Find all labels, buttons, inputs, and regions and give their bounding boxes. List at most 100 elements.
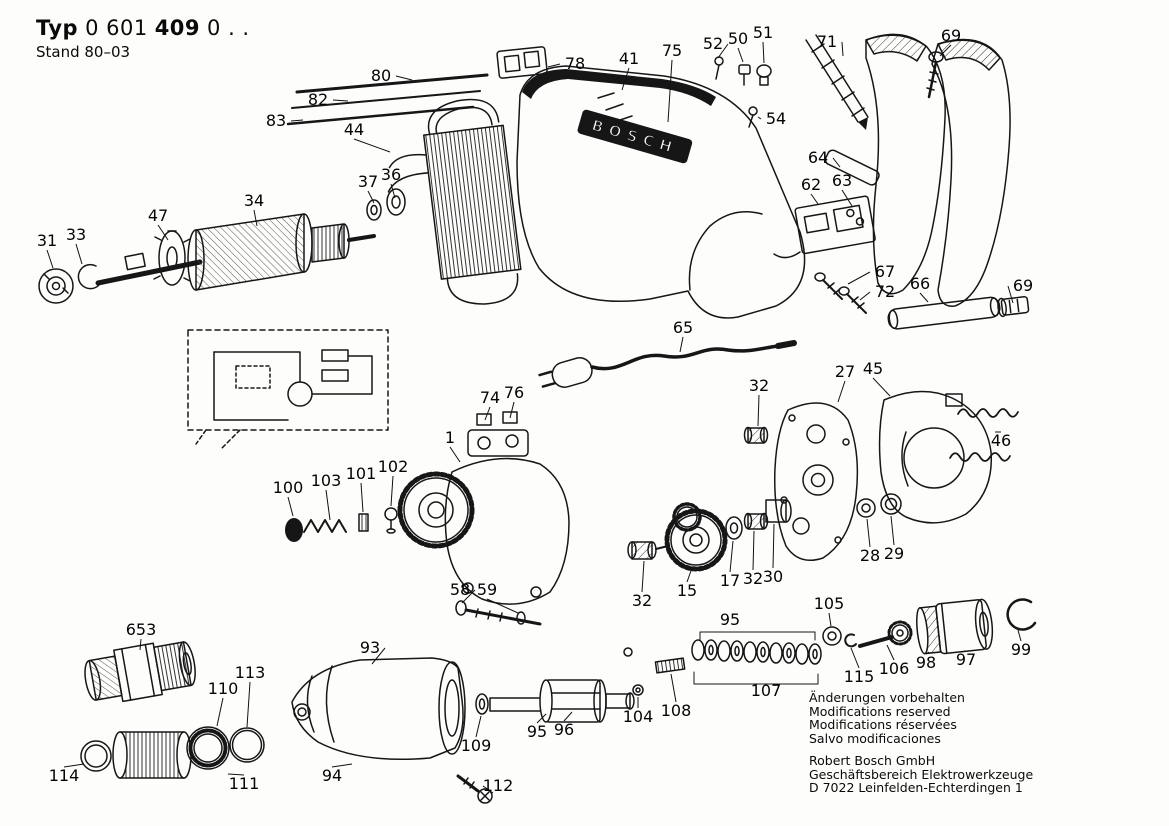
part-label-75: 75 <box>662 41 682 60</box>
leader-line <box>331 763 353 768</box>
part-label-74: 74 <box>480 388 500 407</box>
wiring-diagram-drawing <box>187 329 389 449</box>
part-label-34: 34 <box>244 191 264 210</box>
part-label-72: 72 <box>875 282 895 301</box>
leader-line <box>919 292 929 303</box>
title-part: 409 <box>154 16 201 40</box>
part-label-71: 71 <box>817 32 837 51</box>
part-label-107: 107 <box>751 681 782 700</box>
part-label-95: 95 <box>527 722 547 741</box>
leader-line <box>486 598 519 614</box>
leader-line <box>757 116 762 120</box>
leader-line <box>925 651 930 655</box>
leader-line <box>547 63 561 68</box>
footer-line: Salvo modificaciones <box>809 730 941 746</box>
leader-line <box>737 47 744 63</box>
part-label-98: 98 <box>916 653 936 672</box>
part-label-47: 47 <box>148 206 168 225</box>
leader-line <box>390 475 394 507</box>
part-label-67: 67 <box>875 262 895 281</box>
page-subtitle: Stand 80–03 <box>36 43 131 61</box>
motor-housing-41-drawing: BOSCH <box>516 65 806 319</box>
part-label-44: 44 <box>344 120 364 139</box>
part-label-95: 95 <box>720 610 740 629</box>
leader-line <box>227 773 245 776</box>
leader-line <box>46 249 54 269</box>
part-label-45: 45 <box>863 359 883 378</box>
screw-69-top-drawing <box>926 51 944 99</box>
leader-line <box>886 644 895 661</box>
leader-line <box>679 336 684 353</box>
pin-66-drawing <box>887 296 1001 330</box>
leader-line <box>482 785 494 794</box>
leader-line <box>246 681 251 728</box>
drill-bit-71-drawing <box>805 34 869 130</box>
part-label-110: 110 <box>208 679 239 698</box>
part-label-103: 103 <box>311 471 342 490</box>
leader-line <box>157 224 169 241</box>
part-label-94: 94 <box>322 766 342 785</box>
footer-line: Modifications réservées <box>809 717 957 732</box>
part-label-109: 109 <box>461 736 492 755</box>
leader-line <box>847 271 871 285</box>
part-label-100: 100 <box>273 478 304 497</box>
part-label-101: 101 <box>346 464 377 483</box>
part-label-37: 37 <box>358 172 378 191</box>
part-label-36: 36 <box>381 165 401 184</box>
part-label-65: 65 <box>673 318 693 337</box>
part-label-96: 96 <box>554 720 574 739</box>
leader-line <box>536 713 547 724</box>
leader-line <box>461 589 476 604</box>
brush-holder-78-drawing <box>496 46 548 79</box>
leader-line <box>960 650 967 653</box>
gear-train-drawing <box>627 499 792 572</box>
spring-set-100-103-drawing <box>285 507 398 542</box>
leader-line <box>253 209 258 227</box>
leader-line <box>621 67 630 91</box>
part-label-28: 28 <box>860 546 880 565</box>
screw-69-right-drawing <box>997 295 1030 318</box>
screws-67-72-drawing <box>814 272 867 314</box>
part-label-29: 29 <box>884 544 904 563</box>
part-label-63: 63 <box>832 171 852 190</box>
leader-line <box>729 540 734 573</box>
footer-line: D 7022 Leinfelden-Echterdingen 1 <box>809 780 1023 795</box>
leader-line <box>872 377 891 397</box>
leader-line <box>752 530 755 571</box>
leader-line <box>890 515 895 546</box>
part-label-1: 1 <box>445 428 455 447</box>
part-label-83: 83 <box>266 111 286 130</box>
leader-line <box>325 489 331 521</box>
switch-62-63-64-drawing <box>773 149 880 259</box>
leader-line <box>832 157 841 168</box>
part-label-82: 82 <box>308 90 328 109</box>
leader-line <box>371 647 386 665</box>
part-label-78: 78 <box>565 54 585 73</box>
part-label-69: 69 <box>1013 276 1033 295</box>
leader-line <box>332 99 349 102</box>
leader-line <box>717 43 729 59</box>
part-label-112: 112 <box>483 776 514 795</box>
leader-line <box>475 715 482 738</box>
leader-line <box>63 763 85 768</box>
leader-line <box>287 496 294 517</box>
leader-line <box>641 560 645 593</box>
part-label-104: 104 <box>623 707 654 726</box>
part-label-115: 115 <box>844 667 875 686</box>
leader-line <box>216 697 224 727</box>
part-label-62: 62 <box>801 175 821 194</box>
nose-piece-653-drawing <box>84 641 196 703</box>
screw-112-drawing <box>456 774 493 804</box>
part-label-80: 80 <box>371 66 391 85</box>
rods-80-82-83-drawing <box>286 73 489 126</box>
part-label-31: 31 <box>37 231 57 250</box>
part-label-41: 41 <box>619 49 639 68</box>
part-label-97: 97 <box>956 650 976 669</box>
part-label-105: 105 <box>814 594 845 613</box>
part-label-54: 54 <box>766 109 786 128</box>
